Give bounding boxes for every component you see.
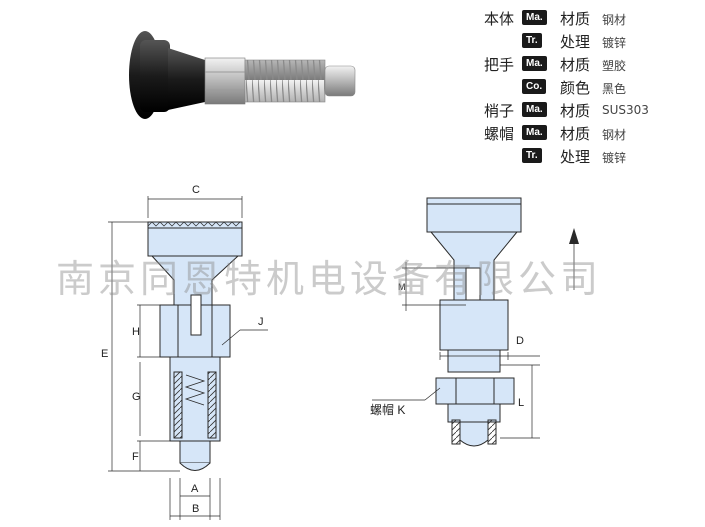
spec-badge: Co. bbox=[522, 79, 547, 94]
spec-value: SUS303 bbox=[602, 103, 649, 117]
dim-F: F bbox=[132, 451, 139, 463]
right-dimensions bbox=[372, 228, 579, 439]
spec-badge: Ma. bbox=[522, 125, 547, 140]
right-view bbox=[426, 197, 522, 447]
spec-property: 材质 bbox=[560, 125, 591, 143]
dim-A: A bbox=[191, 483, 199, 495]
spec-badge: Tr. bbox=[522, 148, 542, 163]
spec-row: 本体 Ma. 材质钢材 bbox=[484, 8, 699, 31]
dim-L: L bbox=[518, 397, 524, 409]
dim-D: D bbox=[516, 335, 524, 347]
spec-property: 处理 bbox=[560, 33, 591, 51]
spec-property: 处理 bbox=[560, 148, 591, 166]
spec-property: 材质 bbox=[560, 10, 591, 28]
spec-value: 塑胶 bbox=[602, 59, 627, 73]
watermark: 南京同恩特机电设备有限公司 bbox=[56, 257, 603, 301]
left-dimensions bbox=[108, 196, 268, 520]
spec-part: 螺帽 bbox=[484, 125, 515, 143]
spec-part: 把手 bbox=[484, 56, 515, 74]
spec-value: 黑色 bbox=[602, 82, 627, 96]
spec-value: 钢材 bbox=[602, 128, 627, 142]
dim-G: G bbox=[132, 391, 141, 403]
dim-E: E bbox=[101, 348, 108, 360]
spec-part: 本体 bbox=[484, 10, 515, 28]
spec-badge: Ma. bbox=[522, 102, 547, 117]
spec-part: 梢子 bbox=[484, 102, 515, 120]
spec-value: 镀锌 bbox=[602, 36, 627, 50]
dimension-labels: C H G F E J A B M D L 螺帽 K bbox=[101, 184, 524, 515]
spec-property: 颜色 bbox=[560, 79, 591, 97]
dim-M: M bbox=[398, 282, 406, 292]
product-photo bbox=[129, 31, 356, 119]
spec-row: 梢子 Ma. 材质 SUS303 bbox=[484, 100, 699, 123]
dim-H: H bbox=[132, 326, 140, 338]
spec-value: 钢材 bbox=[602, 13, 627, 27]
spec-property: 材质 bbox=[560, 56, 591, 74]
spec-badge: Tr. bbox=[522, 33, 542, 48]
dim-B: B bbox=[192, 503, 199, 515]
left-view bbox=[147, 221, 243, 471]
dim-J: J bbox=[258, 316, 264, 328]
spec-badge: Ma. bbox=[522, 10, 547, 25]
spec-badge: Ma. bbox=[522, 56, 547, 71]
dim-C: C bbox=[192, 184, 200, 196]
spec-value: 镀锌 bbox=[602, 151, 627, 165]
spec-property: 材质 bbox=[560, 102, 591, 120]
spec-row: Co. 颜色黑色 bbox=[484, 77, 699, 100]
spec-row: Tr. 处理镀锌 bbox=[484, 146, 699, 169]
spec-row: Tr. 处理镀锌 bbox=[484, 31, 699, 54]
spec-row: 螺帽 Ma. 材质钢材 bbox=[484, 123, 699, 146]
spec-row: 把手 Ma. 材质塑胶 bbox=[484, 54, 699, 77]
dim-K: 螺帽 K bbox=[370, 402, 405, 417]
